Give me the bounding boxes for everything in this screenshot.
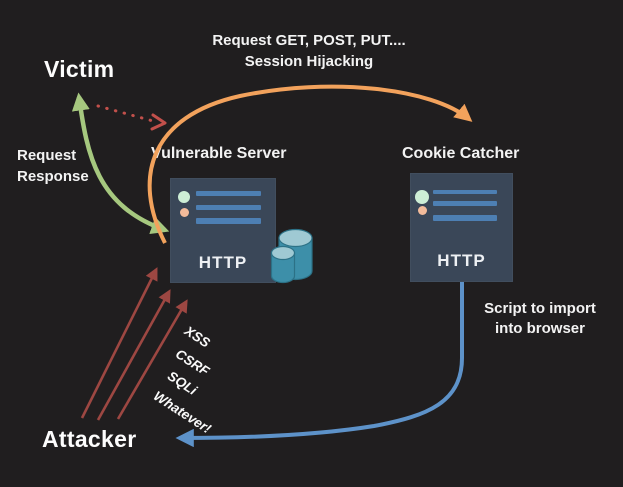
server-text-line-icon: [196, 191, 261, 196]
server-status-dot-peach: [180, 208, 189, 217]
server-status-dot-green: [178, 191, 190, 203]
server-title: Vulnerable Server: [151, 145, 287, 162]
infected-link-dotted-arrow: [96, 104, 155, 123]
catcher-status-dot-green: [414, 190, 429, 204]
request-response-arrow: [71, 92, 170, 234]
session-hijack-note: Request GET, POST, PUT.... Session Hijac…: [199, 30, 419, 72]
catcher-text-line-icon: [433, 201, 497, 206]
server-text-line-icon: [196, 218, 261, 224]
catcher-title: Cookie Catcher: [402, 145, 520, 162]
attack-label-xss: XSS: [181, 323, 213, 351]
script-import-note-line1: Script to import: [484, 300, 596, 317]
request-response-note: Request Response: [17, 145, 89, 187]
catcher-text-line-icon: [433, 190, 497, 194]
catcher-text-line-icon: [433, 215, 497, 221]
victim-label: Victim: [44, 56, 115, 82]
catcher-protocol-label: HTTP: [437, 251, 486, 270]
session-hijack-note-line1: Request GET, POST, PUT....: [212, 32, 406, 49]
session-hijack-note-line2: Session Hijacking: [244, 53, 374, 70]
server-protocol-label: HTTP: [198, 253, 248, 272]
catcher-status-dot-peach: [417, 205, 427, 215]
cookie-export-arrow: [175, 282, 464, 448]
cookie-catcher-node: HTTP: [410, 173, 513, 282]
script-import-note: Script to import into browser: [465, 299, 615, 339]
attack-label-whatever: Whatever!: [150, 388, 214, 437]
database-icon: [270, 228, 313, 284]
request-label: Request: [17, 147, 77, 164]
script-import-note-line2: into browser: [494, 320, 585, 337]
vulnerable-server-node: HTTP: [170, 178, 276, 283]
server-text-line-icon: [196, 205, 261, 210]
attack-arrow-1: [80, 267, 158, 419]
infected-link-arrowhead-icon: [150, 113, 167, 131]
response-label: Response: [17, 168, 89, 185]
attacker-label: Attacker: [42, 426, 137, 452]
